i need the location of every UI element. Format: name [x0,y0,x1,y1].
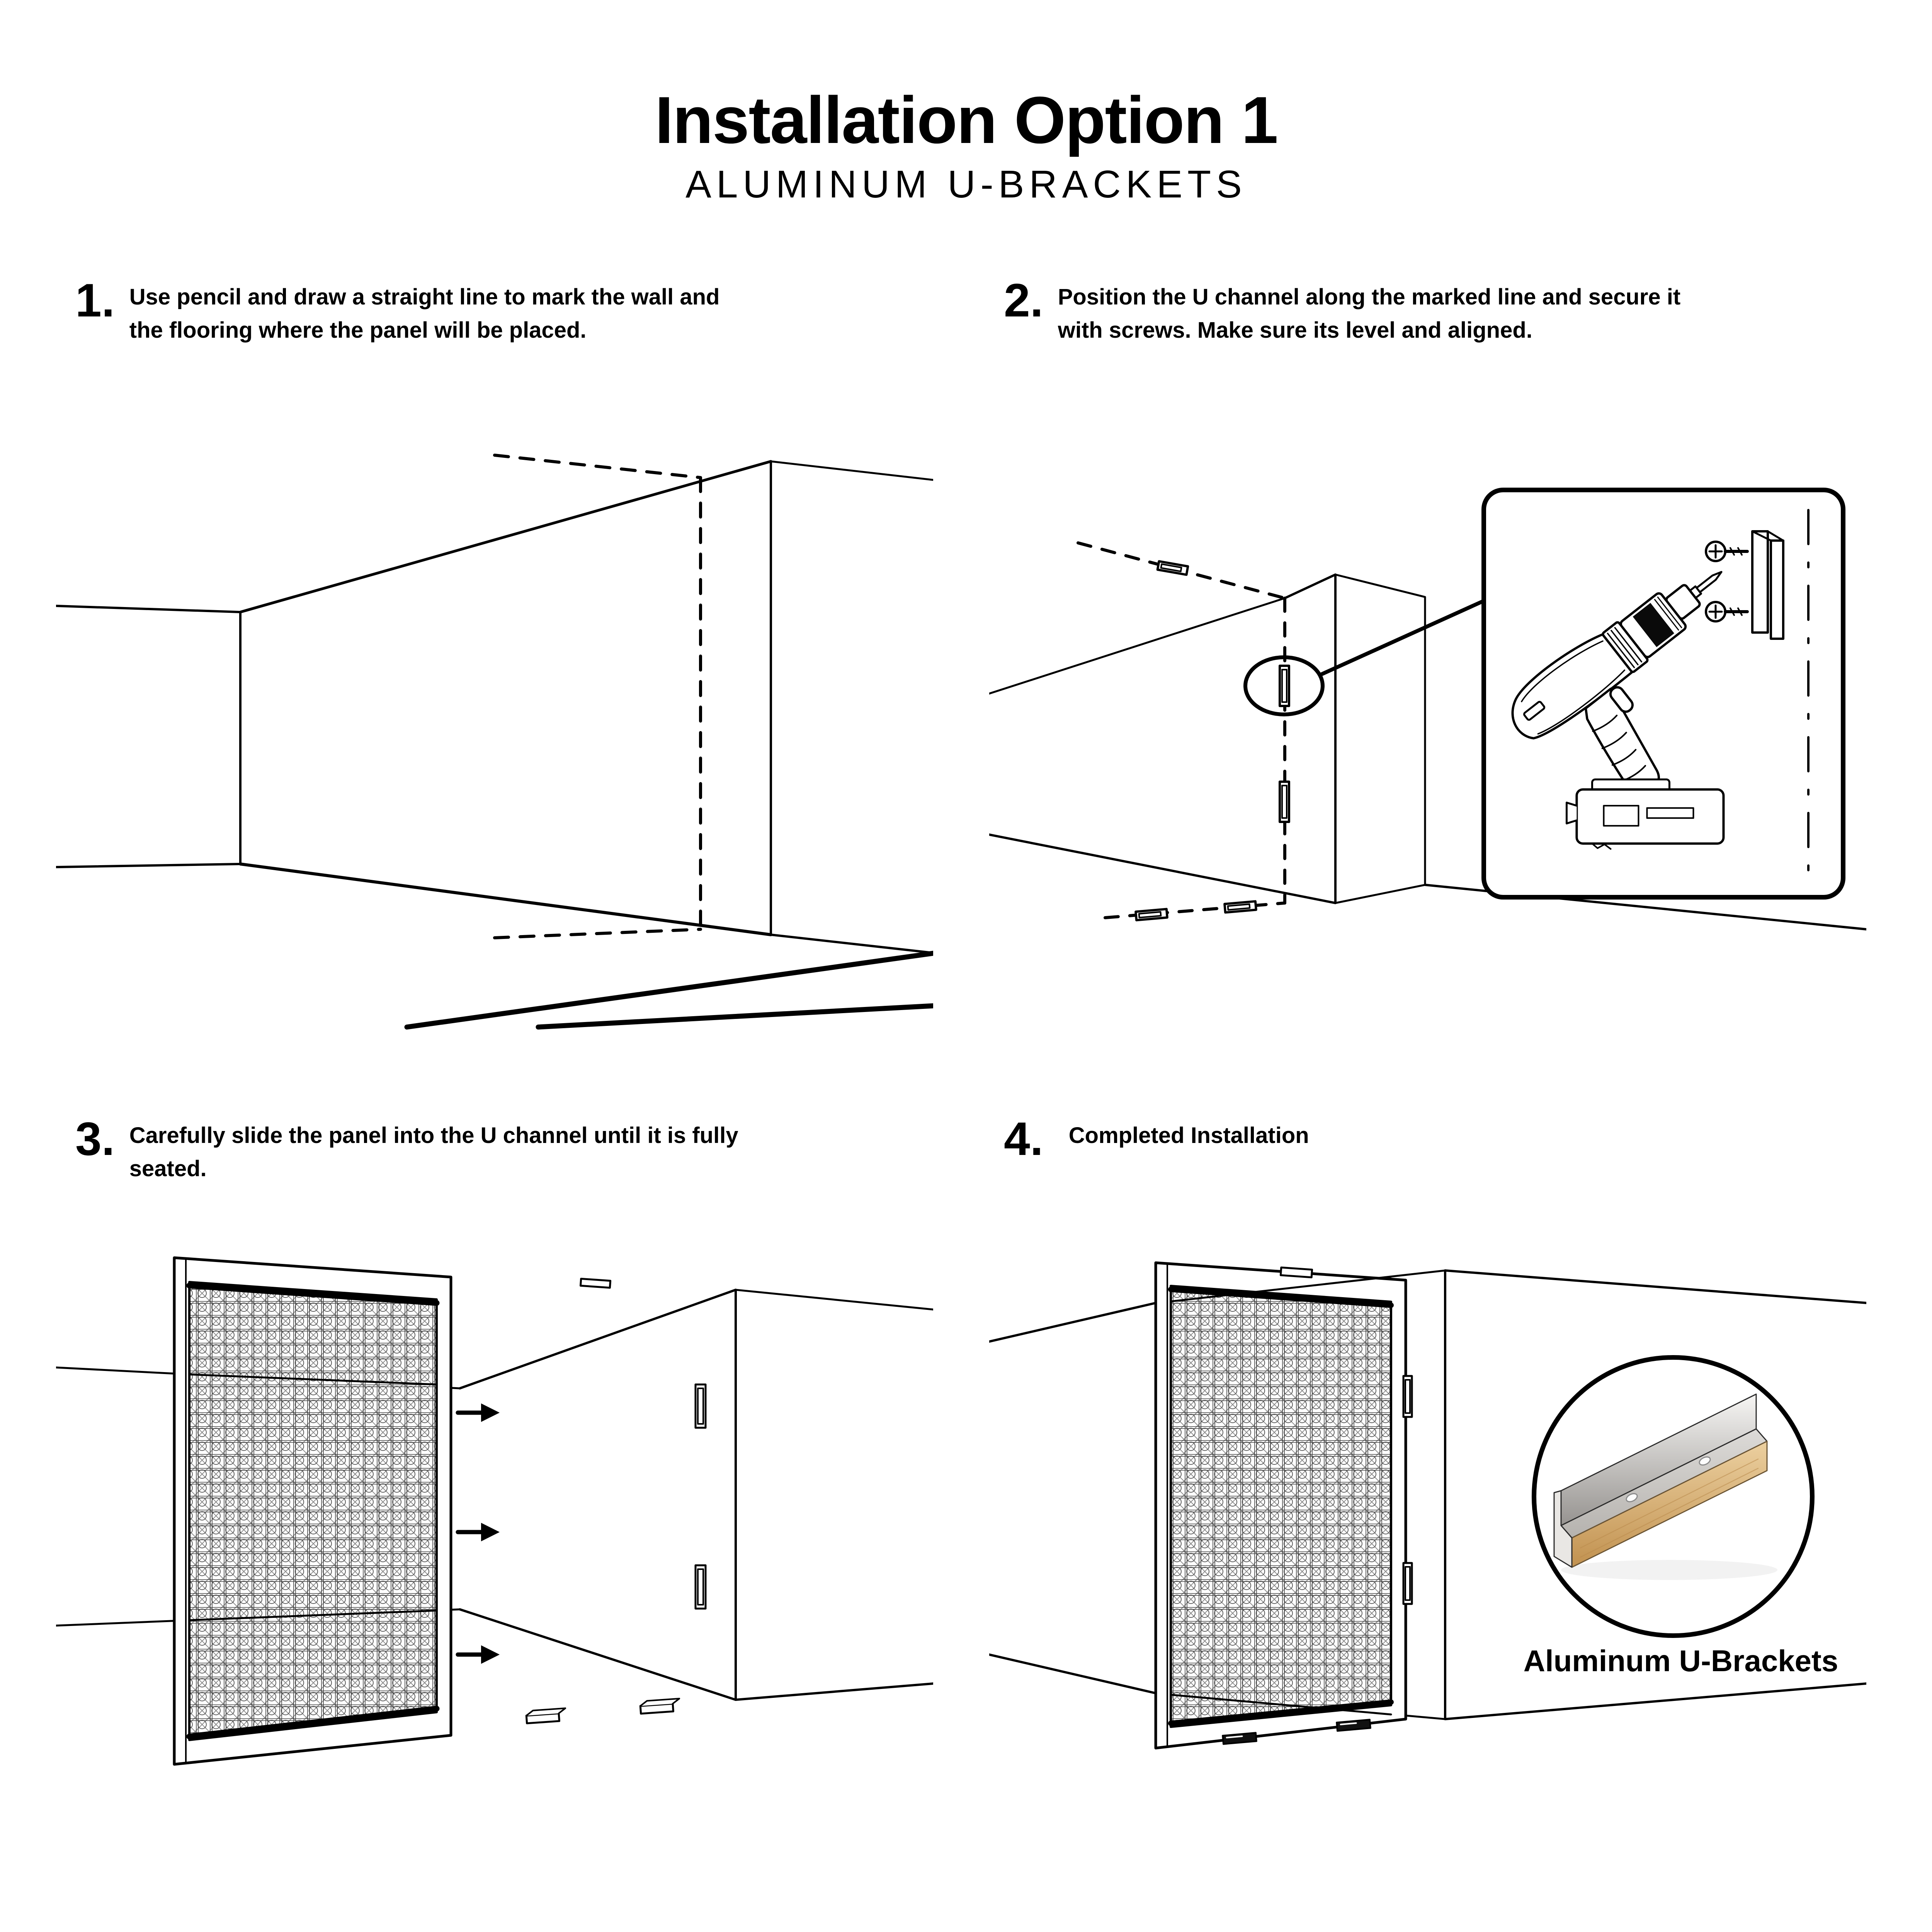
u-bracket-illustration [1553,1393,1777,1580]
drill-illustration [1511,571,1725,850]
installed-cane-panel [1154,1261,1407,1750]
marking-dashed-lines [1077,541,1286,919]
step-3-diagram [56,1203,933,1848]
page-title: Installation Option 1 [655,83,1278,157]
step-1-header: 1. Use pencil and draw a straight line t… [75,274,720,347]
drilling-drawing [989,488,1866,930]
room-marking-drawing [56,454,933,1030]
step-3-text: Carefully slide the panel into the U cha… [129,1123,738,1181]
screw-icon [1705,541,1749,562]
step-3-header: 3. Carefully slide the panel into the U … [75,1112,738,1185]
step-4-diagram: Aluminum U-Brackets [989,1203,1866,1848]
step-4-number: 4. [1004,1112,1043,1165]
screw-icon [1705,601,1749,622]
zoom-circle [1243,655,1325,716]
step-1-text: Use pencil and draw a straight line to m… [129,284,720,343]
panel-slide-drawing [56,1256,933,1766]
completed-installation-drawing [989,1261,1866,1750]
cane-panel [173,1256,452,1766]
step-1-diagram [56,415,933,1030]
step-2-number: 2. [1004,274,1043,327]
u-channel-marks [1222,1266,1413,1745]
step-2-text: Position the U channel along the marked … [1058,284,1681,343]
bracket-zoom-circle [1532,1355,1815,1638]
inset-bracket [1751,530,1784,640]
page-subtitle: ALUMINUM U-BRACKETS [685,163,1247,206]
u-channel-marks [1134,560,1290,922]
slide-arrows [456,1403,500,1664]
step-2-header: 2. Position the U channel along the mark… [1004,274,1681,347]
step-2-diagram [989,415,1866,1030]
bracket-label: Aluminum U-Brackets [1523,1644,1838,1678]
pencil-marking-dashed-lines [493,454,702,939]
step-3-number: 3. [75,1112,115,1165]
step-1-number: 1. [75,274,115,327]
step-4-text: Completed Installation [1068,1123,1309,1148]
u-channel-marks [525,1277,707,1725]
room-outline [56,460,933,1030]
step-4-header: 4. Completed Installation [1004,1112,1309,1165]
callout-line [1320,599,1486,676]
